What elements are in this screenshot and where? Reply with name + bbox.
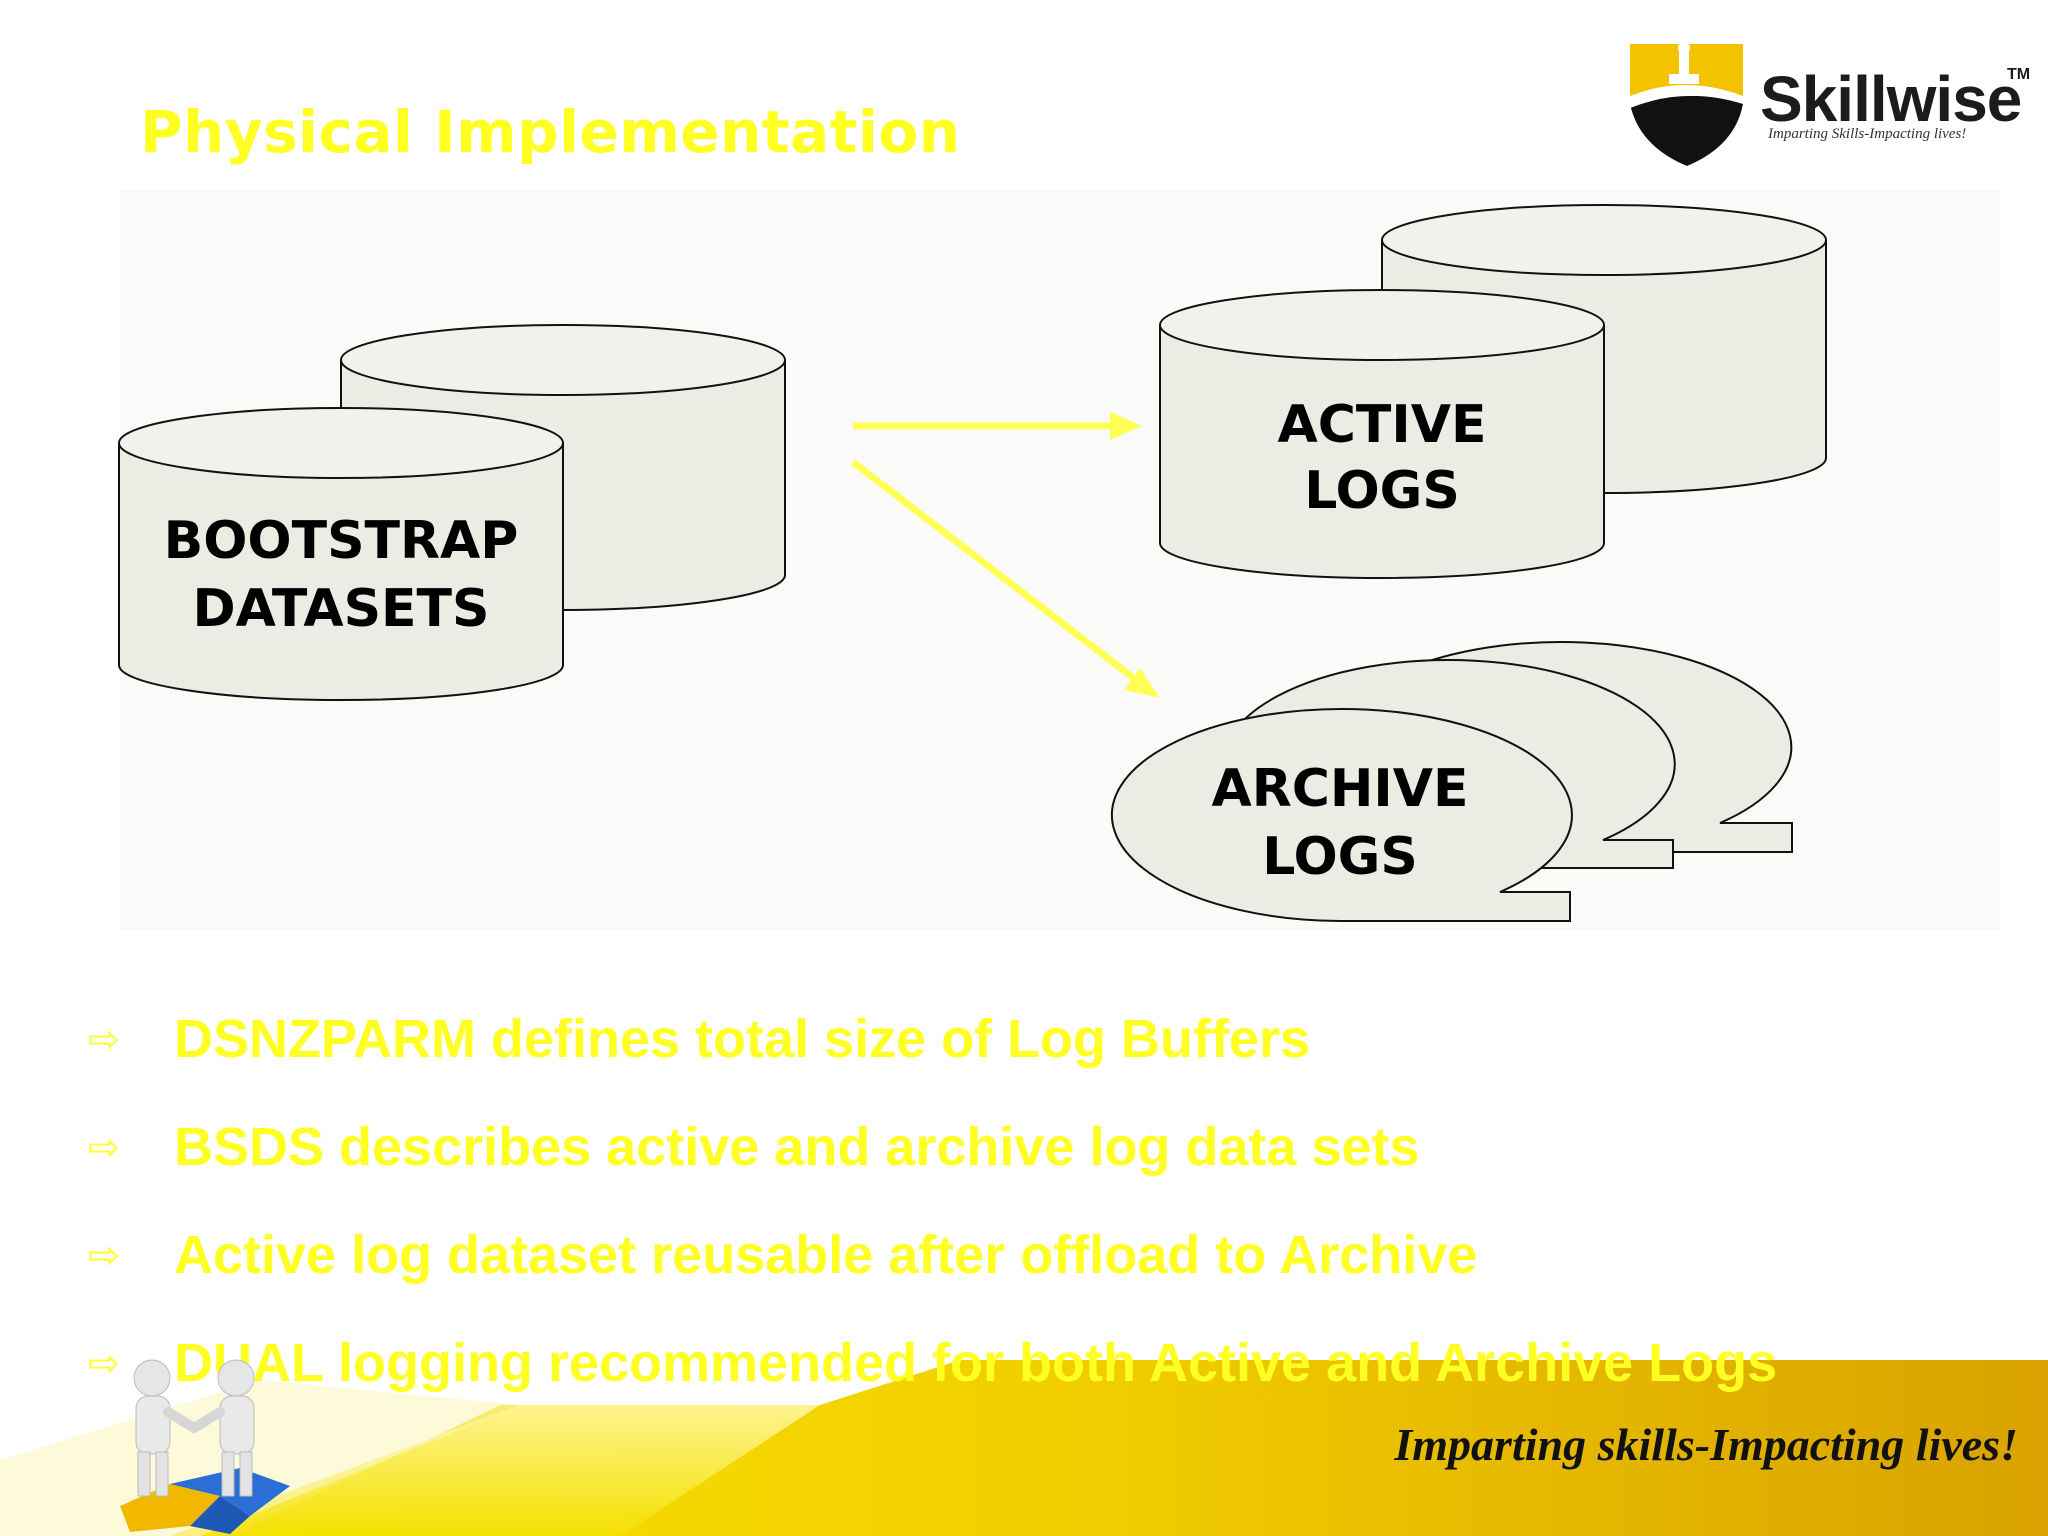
bullet-text: Active log dataset reusable after offloa… <box>174 1225 1478 1285</box>
logo-trademark: TM <box>2007 66 2031 83</box>
arrow-bullet-icon: ⇨ <box>88 1341 120 1385</box>
arrow-bullet-icon: ⇨ <box>88 1233 120 1277</box>
footer-tagline: Imparting skills-Impacting lives! <box>1394 1419 2018 1470</box>
bootstrap-cylinder-front <box>118 407 564 701</box>
archive-label-line1: ARCHIVE <box>1211 759 1468 819</box>
bootstrap-label-line1: BOOTSTRAP <box>164 511 519 571</box>
archive-tape-front <box>1110 708 1573 922</box>
bullet-list: ⇨ DSNZPARM defines total size of Log Buf… <box>82 985 2022 1417</box>
bullet-item: ⇨ Active log dataset reusable after offl… <box>82 1201 2022 1309</box>
bullet-text: BSDS describes active and archive log da… <box>174 1117 1420 1177</box>
shield-icon <box>1630 42 1743 166</box>
active-label-line1: ACTIVE <box>1278 395 1487 455</box>
arrow-to-active <box>853 412 1142 440</box>
active-label-line2: LOGS <box>1304 461 1460 521</box>
logo-tagline: Imparting Skills-Impacting lives! <box>1768 126 1967 142</box>
logo-wordmark: Skillwise <box>1760 63 2022 135</box>
bootstrap-label-line2: DATASETS <box>193 579 490 639</box>
slide-title: Physical Implementation <box>140 98 961 166</box>
arrow-to-archive <box>850 459 1160 698</box>
skillwise-logo: Skillwise TM Imparting Skills-Impacting … <box>1625 34 2030 174</box>
bullet-text: DSNZPARM defines total size of Log Buffe… <box>174 1009 1311 1069</box>
log-diagram: BOOTSTRAP DATASETS ACTIVE LOGS <box>118 204 1827 922</box>
handshake-figures-icon <box>120 1359 290 1534</box>
bullet-item: ⇨ DSNZPARM defines total size of Log Buf… <box>82 985 2022 1093</box>
active-cylinder-front <box>1159 289 1605 579</box>
archive-label-line2: LOGS <box>1262 827 1418 887</box>
bullet-item: ⇨ DUAL logging recommended for both Acti… <box>82 1309 2022 1417</box>
bullet-item: ⇨ BSDS describes active and archive log … <box>82 1093 2022 1201</box>
bullet-text: DUAL logging recommended for both Active… <box>174 1333 1778 1393</box>
arrow-bullet-icon: ⇨ <box>88 1125 120 1169</box>
arrow-bullet-icon: ⇨ <box>88 1017 120 1061</box>
